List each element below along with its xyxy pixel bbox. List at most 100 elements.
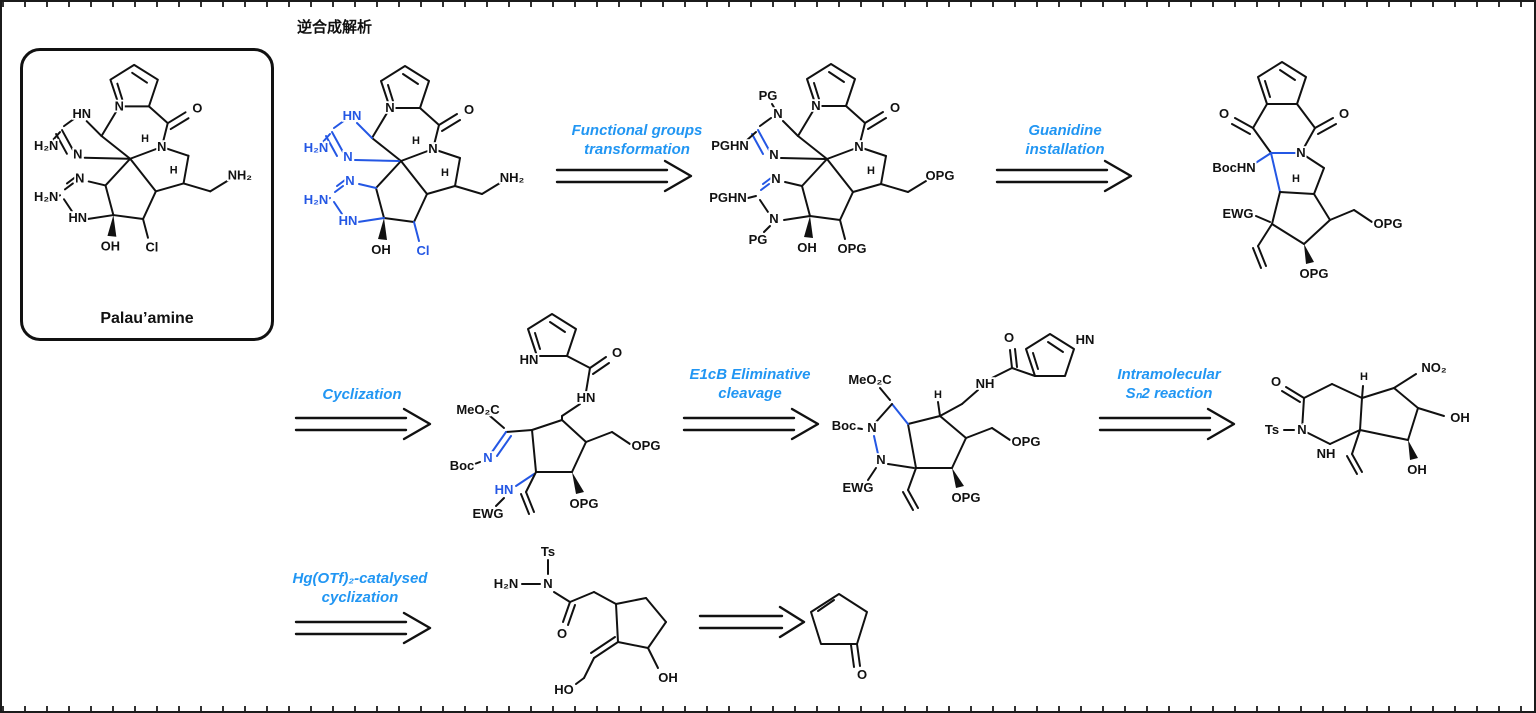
atom-labels: O [855,665,869,684]
structure-nitro-bicycle: O Ts N NH H NO₂ OH OH [1260,354,1500,504]
atom-label-opg: OPG [1300,266,1329,281]
atom-label-hn: HN [577,390,596,405]
atom-label-n: N [854,139,863,154]
atom-label-h: H [170,165,178,177]
atom-label-hn: HN [339,213,358,228]
atom-label-oh: OH [101,239,120,254]
atom-label-h2n: H₂N [34,138,58,153]
atom-label-o: O [890,100,900,115]
bonds [471,313,631,515]
atom-label-hn: HN [520,352,539,367]
atom-label-o: O [1339,106,1349,121]
reaction-label-cyclization: Cyclization [277,386,447,405]
reaction-label-hg: Hg(OTf)₂-catalysed cyclization [260,570,460,608]
atom-label-n: N [343,149,352,164]
atom-label-h2n: H₂N [494,576,519,591]
target-name: Palau’amine [100,310,194,327]
atom-label-pg: PG [759,88,778,103]
atom-labels: O O N BocHN EWG H OPG OPG [1211,104,1405,283]
atom-label-bochn: BocHN [1212,160,1255,175]
atom-label-oh: OH [1450,410,1470,425]
reaction-label-sn2: Intramolecular Sₙ2 reaction [1064,366,1274,404]
atom-label-n: N [1297,422,1306,437]
atom-label-o: O [192,100,202,115]
atom-label-meo2c: MeO₂C [848,372,892,387]
frame-tick-marks-top [2,2,1534,7]
reaction-label-line: Cyclization [322,386,402,403]
atom-label-oh: OH [371,242,391,257]
atom-labels: O N N HN H₂N N N H₂N HN OH Cl NH₂ H H [32,97,254,257]
atom-label-h: H [441,167,449,179]
retro-arrow-fgt [555,158,695,194]
atom-label-n: N [543,576,552,591]
structure-precursor-1: O N N HN H₂N N N H₂N HN OH Cl NH₂ H H [302,54,532,309]
structure-bochn-intermediate-svg: O O N BocHN EWG H OPG OPG [1211,61,1405,283]
reaction-label-line: Sₙ2 reaction [1125,384,1213,402]
structure-bicyclic-pyrazolidine: HN O NH MeO₂C Boc N N EWG H OPG OPG [828,320,1103,535]
atom-label-pghn: PGHN [711,138,749,153]
atom-label-n: N [115,98,124,113]
bonds [321,65,501,242]
atom-label-hn: HN [343,108,362,123]
structure-cyclization-precursor: HN O HN MeO₂C Boc N HN EWG OPG OPG [434,302,684,537]
retro-arrow-sn2 [1098,406,1238,442]
atom-labels: O N N PG N PGHN N N PGHN N PG OH OPG OPG… [708,86,956,258]
structure-hydrazide-diol-svg: Ts N H₂N O HO OH [492,542,680,699]
atom-label-oh: OH [1407,462,1427,477]
atom-label-h: H [867,165,875,177]
target-molecule-box: O N N HN H₂N N N H₂N HN OH Cl NH₂ H H Pa… [20,48,274,341]
atom-label-opg: OPG [632,438,661,453]
atom-label-boc: Boc [450,458,475,473]
atom-label-cl: Cl [146,240,159,255]
atom-label-hn: HN [495,482,514,497]
reaction-label-e1cb: E1cB Eliminative cleavage [650,366,850,404]
atom-label-h: H [934,389,942,401]
reaction-label-line: Functional groups [571,122,703,139]
atom-label-n: N [773,106,782,121]
atom-label-n: N [75,170,84,185]
atom-labels: O N N HN H₂N N N H₂N HN OH Cl NH₂ H H [302,98,526,260]
atom-label-opg: OPG [1374,216,1403,231]
structure-cyclopentenone-svg: O [810,593,869,684]
reaction-label-line: Guanidine [1028,122,1102,139]
atom-label-n: N [428,141,437,156]
structure-cyclopentenone: O [794,582,884,687]
atom-label-o: O [857,667,867,682]
atom-label-n: N [771,171,780,186]
atom-label-n: N [157,139,166,154]
reaction-label-guanidine: Guanidine installation [960,122,1170,160]
atom-label-n: N [769,211,778,226]
atom-label-cl: Cl [417,243,430,258]
reaction-label-line: E1cB Eliminative [689,366,811,383]
atom-labels: HN O NH MeO₂C Boc N N EWG H OPG OPG [830,328,1096,507]
atom-label-nh2: NH₂ [500,170,525,185]
atom-label-o: O [464,102,474,117]
retro-arrow-plain [698,604,808,640]
reaction-label-line: cleavage [718,384,782,402]
bonds [1231,61,1373,269]
atom-label-h2n: H₂N [34,189,58,204]
atom-label-o: O [1004,330,1014,345]
atom-label-h: H [412,135,420,147]
atom-label-h2n: H₂N [304,140,329,155]
atom-label-hn: HN [69,210,88,225]
atom-label-oh: OH [797,240,817,255]
atom-label-nh2: NH₂ [228,167,253,182]
atom-labels: Ts N H₂N O HO OH [492,542,680,699]
atom-label-opg: OPG [838,241,867,256]
atom-label-n: N [769,147,778,162]
atom-label-pg: PG [749,232,768,247]
structure-precursor-1-svg: O N N HN H₂N N N H₂N HN OH Cl NH₂ H H [302,65,526,260]
atom-label-oh: OH [658,670,678,685]
atom-label-h2n: H₂N [304,192,329,207]
atom-label-nh: NH [1317,446,1336,461]
bonds [521,559,667,685]
reaction-label-line: transformation [584,140,690,158]
atom-label-boc: Boc [832,418,857,433]
atom-label-n: N [867,420,876,435]
atom-label-no2: NO₂ [1421,360,1447,375]
atom-label-opg: OPG [926,168,955,183]
atom-label-nh: NH [976,376,995,391]
structure-cyclization-precursor-svg: HN O HN MeO₂C Boc N HN EWG OPG OPG [448,313,662,523]
